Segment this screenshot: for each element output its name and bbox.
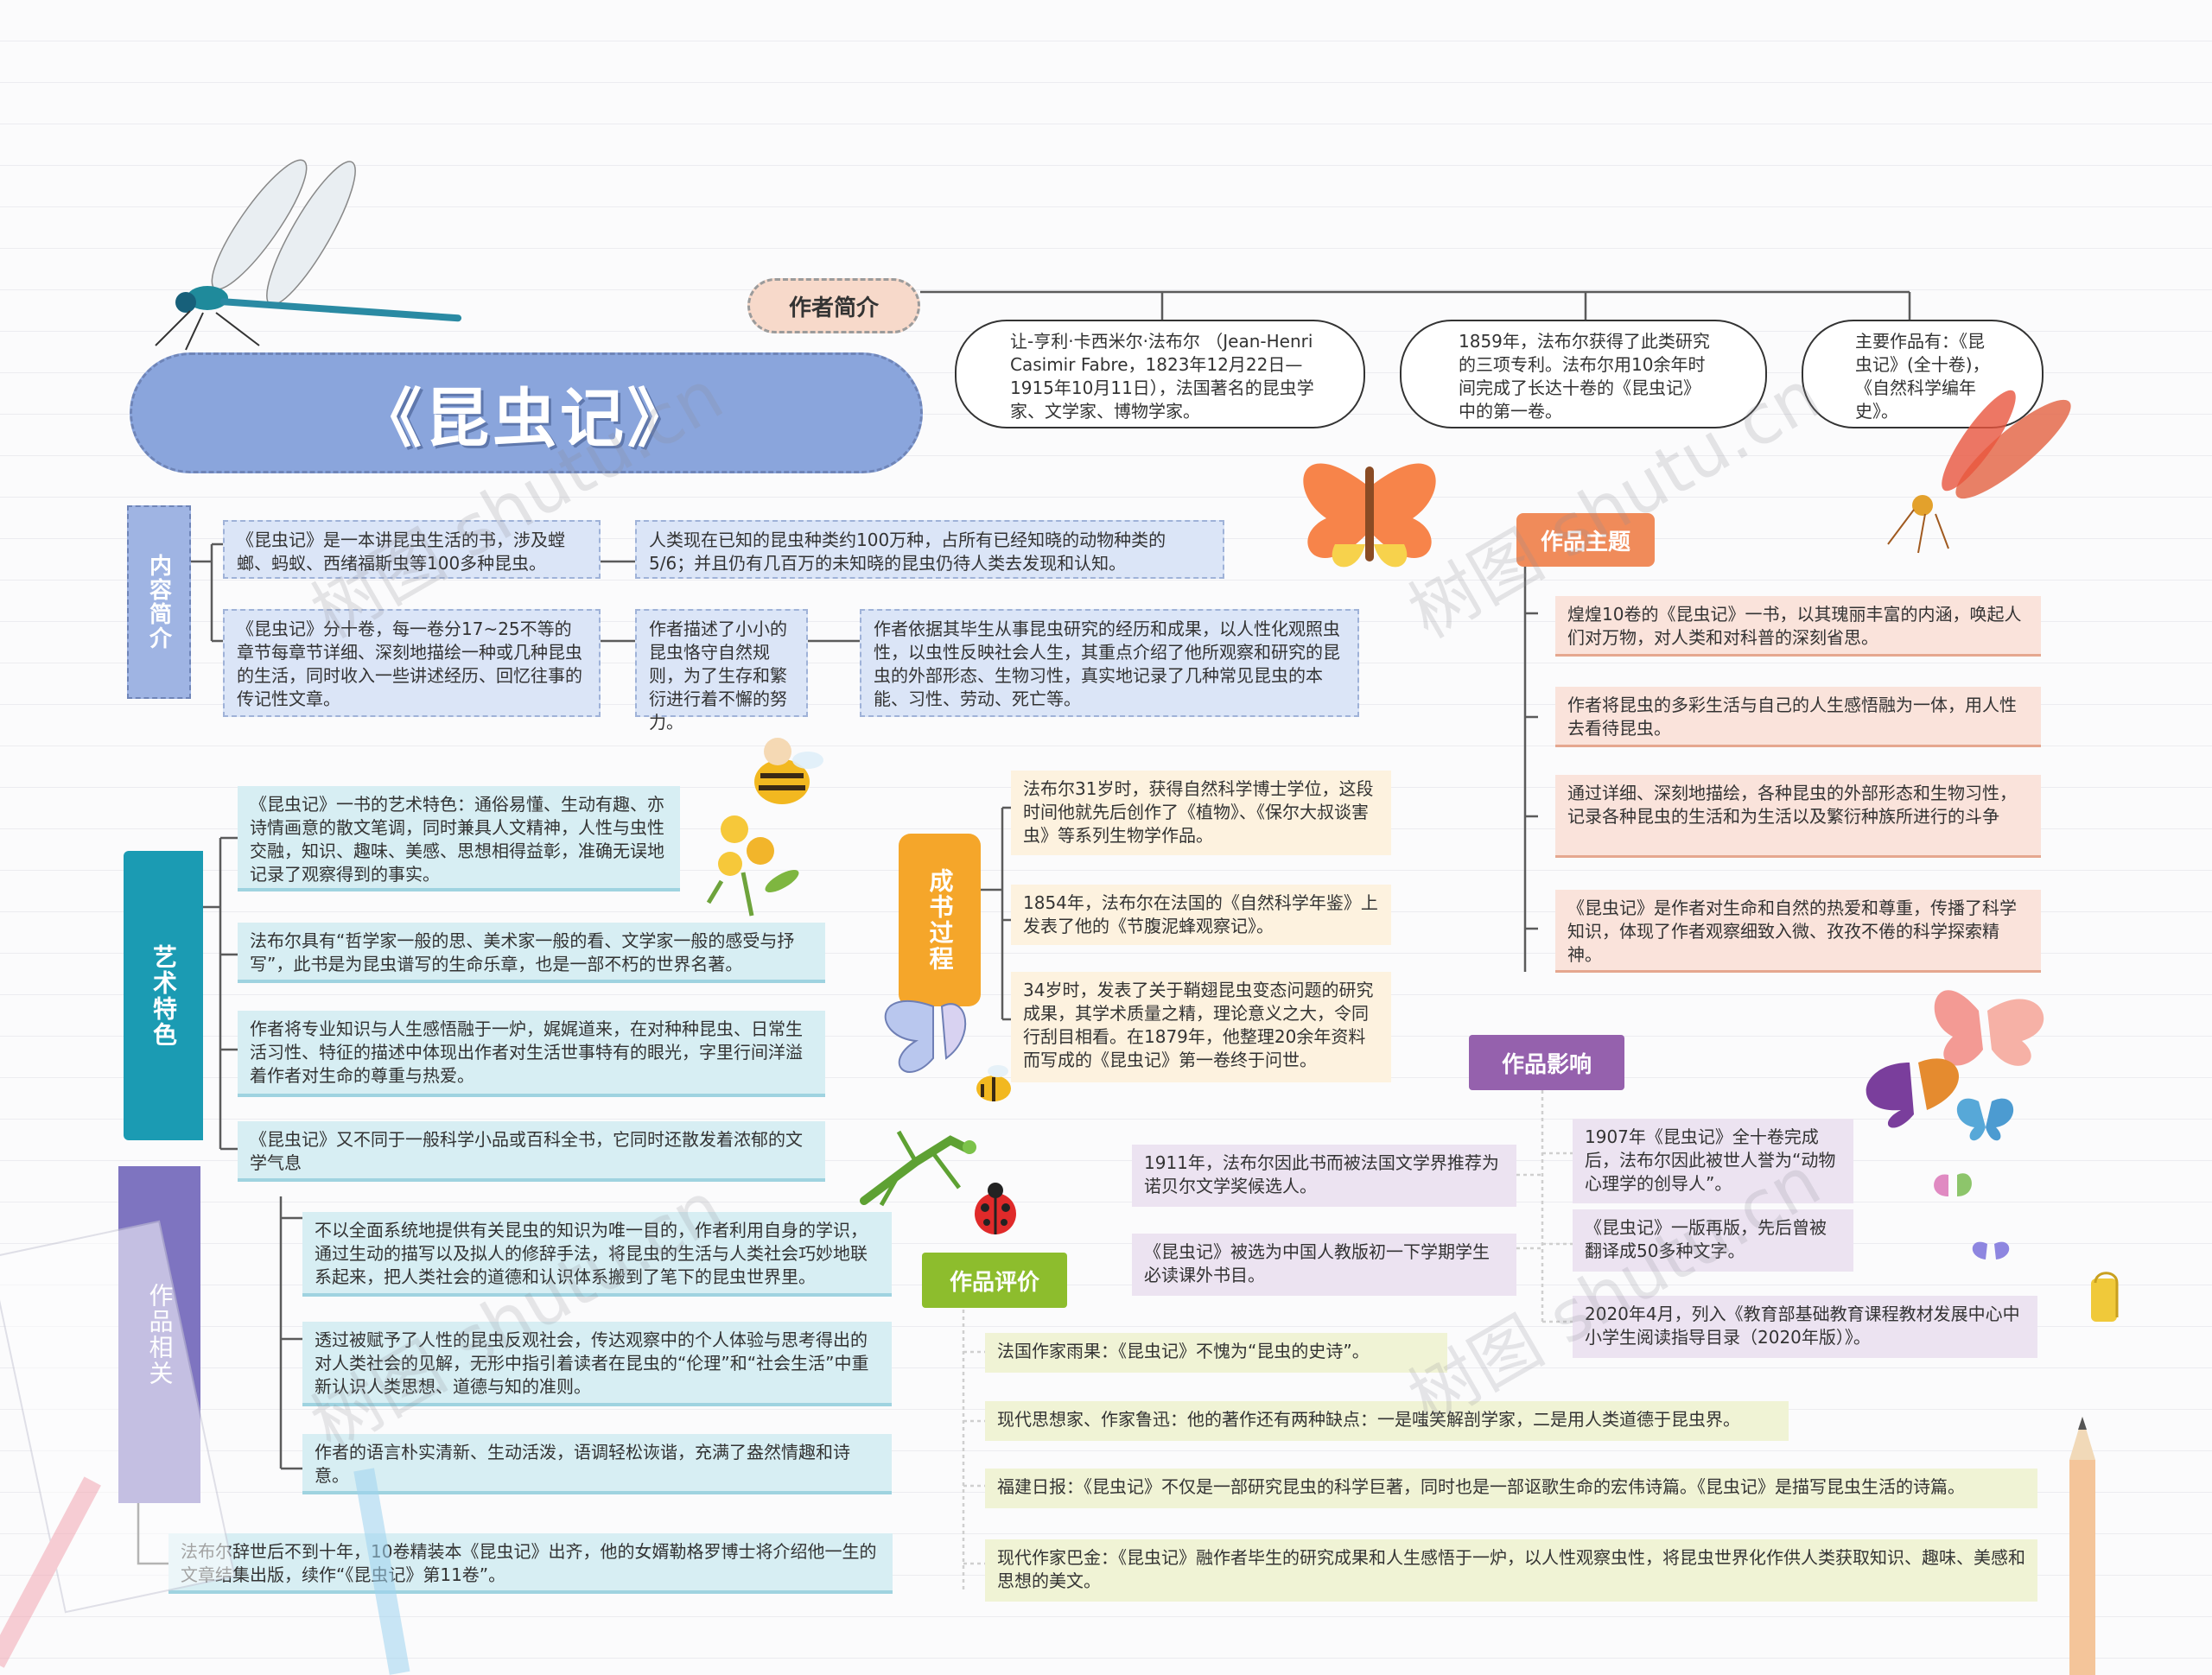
content-tag: 内容简介 [127,505,191,699]
art-item-4: 《昆虫记》又不同于一般科学小品或百科全书，它同时还散发着浓郁的文学气息 [238,1121,825,1182]
art-item-2: 法布尔具有“哲学家一般的思、美术家一般的看、文学家一般的感受与抒写”，此书是为昆… [238,923,825,983]
evaluation-item-2: 现代思想家、作家鲁迅：他的著作还有两种缺点：一是嗤笑解剖学家，二是用人类道德于昆… [985,1401,1789,1441]
process-tag: 成书过程 [899,834,981,1006]
process-item-3: 34岁时，发表了关于鞘翅昆虫变态问题的研究成果，其学术质量之精，理论意义之大，令… [1011,972,1391,1082]
influence-tag: 作品影响 [1469,1035,1624,1090]
content-item-2: 人类现在已知的昆虫种类约100万种，占所有已经知晓的动物种类的5/6；并且仍有几… [635,520,1224,579]
evaluation-item-3: 福建日报：《昆虫记》不仅是一部研究昆虫的科学巨著，同时也是一部讴歌生命的宏伟诗篇… [985,1469,2037,1508]
related-item-2: 透过被赋予了人性的昆虫反观社会，传达观察中的个人体验与思考得出的对人类社会的见解… [302,1322,892,1406]
related-item-1: 不以全面系统地提供有关昆虫的知识为唯一目的，作者利用自身的学识，通过生动的描写以… [302,1212,892,1297]
related-tag: 作品相关 [118,1166,200,1503]
author-item-3: 主要作品有：《昆虫记》(全十卷)，《自然科学编年史》。 [1802,320,2044,428]
influence-right-2: 《昆虫记》一版再版，先后曾被翻译成50多种文字。 [1573,1209,1853,1272]
process-item-1: 法布尔31岁时，获得自然科学博士学位，这段时间他就先后创作了《植物》、《保尔大叔… [1011,771,1391,855]
evaluation-tag: 作品评价 [922,1253,1067,1308]
related-item-4: 法布尔辞世后不到十年，10卷精装本《昆虫记》出齐，他的女婿勒格罗博士将介绍他一生… [168,1533,893,1594]
content-item-1: 《昆虫记》是一本讲昆虫生活的书，涉及螳螂、蚂蚁、西绪福斯虫等100多种昆虫。 [223,520,601,579]
author-item-1: 让-亨利·卡西米尔·法布尔 （Jean-Henri Casimir Fabre，… [955,320,1365,428]
theme-item-2: 作者将昆虫的多彩生活与自己的人生感悟融为一体，用人性去看待昆虫。 [1555,687,2041,747]
theme-item-1: 煌煌10卷的《昆虫记》一书，以其瑰丽丰富的内涵，唤起人们对万物，对人类和对科普的… [1555,596,2041,657]
page-title: 《昆虫记》 [358,381,695,456]
content-item-5: 作者依据其毕生从事昆虫研究的经历和成果，以人性化观照虫性，以虫性反映社会人生，其… [860,609,1359,717]
related-item-3: 作者的语言朴实清新、生动活泼，语调轻松诙谐，充满了盎然情趣和诗意。 [302,1434,892,1494]
title-banner: 《昆虫记》 [130,352,923,473]
content-item-3: 《昆虫记》分十卷，每一卷分17~25不等的章节每章节详细、深刻地描绘一种或几种昆… [223,609,601,717]
author-tag: 作者简介 [747,278,920,333]
influence-left-1: 1911年，法布尔因此书而被法国文学界推荐为诺贝尔文学奖候选人。 [1132,1145,1516,1207]
art-tag: 艺术特色 [124,851,203,1140]
art-item-1: 《昆虫记》一书的艺术特色：通俗易懂、生动有趣、亦诗情画意的散文笔调，同时兼具人文… [238,786,680,891]
influence-right-3: 2020年4月，列入《教育部基础教育课程教材发展中心中小学生阅读指导目录（202… [1573,1296,2037,1358]
theme-tag: 作品主题 [1516,513,1655,567]
content-item-4: 作者描述了小小的昆虫恪守自然规则，为了生存和繁衍进行着不懈的努力。 [635,609,808,733]
influence-right-1: 1907年《昆虫记》全十卷完成后，法布尔因此被世人誉为“动物心理学的创导人”。 [1573,1119,1853,1203]
theme-item-4: 《昆虫记》是作者对生命和自然的热爱和尊重，传播了科学知识，体现了作者观察细致入微… [1555,890,2041,973]
theme-item-3: 通过详细、深刻地描绘，各种昆虫的外部形态和生物习性，记录各种昆虫的生活和为生活以… [1555,775,2041,858]
author-item-2: 1859年，法布尔获得了此类研究的三项专利。法布尔用10余年时间完成了长达十卷的… [1400,320,1767,428]
process-item-2: 1854年，法布尔在法国的《自然科学年鉴》上发表了他的《节腹泥蜂观察记》。 [1011,885,1391,945]
art-item-3: 作者将专业知识与人生感悟融于一炉，娓娓道来，在对种种昆虫、日常生活习性、特征的描… [238,1011,825,1097]
evaluation-item-1: 法国作家雨果：《昆虫记》不愧为“昆虫的史诗”。 [985,1333,1447,1373]
evaluation-item-4: 现代作家巴金：《昆虫记》融作者毕生的研究成果和人生感悟于一炉，以人性观察虫性，将… [985,1539,2037,1602]
influence-left-2: 《昆虫记》被选为中国人教版初一下学期学生必读课外书目。 [1132,1234,1516,1296]
